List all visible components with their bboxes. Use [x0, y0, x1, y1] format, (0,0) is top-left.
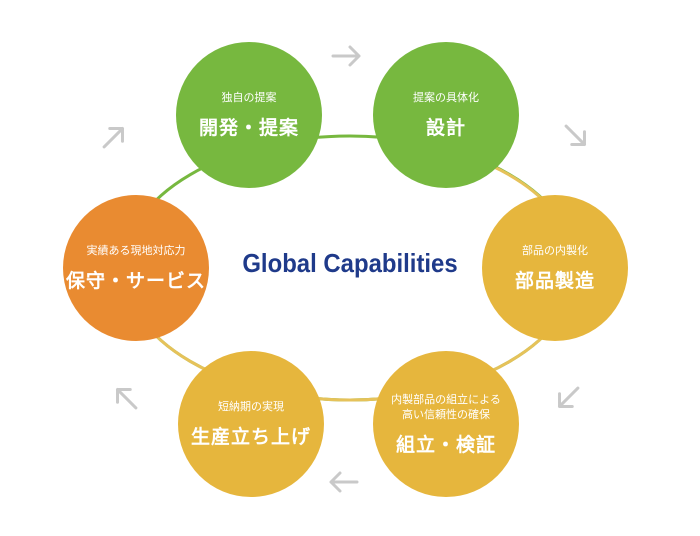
node-title: 生産立ち上げ [190, 426, 311, 448]
node-title: 部品製造 [514, 270, 595, 292]
arrow-right-icon [331, 45, 361, 67]
arrow-down-left-icon [558, 386, 580, 408]
arrow-left-icon [329, 471, 359, 493]
node-title: 開発・提案 [198, 117, 299, 139]
center-title: Global Capabilities [242, 248, 458, 278]
node-parts-manufacturing: 部品の内製化 部品製造 [482, 195, 628, 341]
node-subtitle: 実績ある現地対応力 [86, 244, 186, 257]
node-subtitle: 部品の内製化 [522, 244, 588, 257]
node-assembly-verification: 内製部品の組立による 高い信頼性の確保 組立・検証 [373, 351, 519, 497]
arrow-up-right-icon [102, 127, 124, 149]
node-title: 保守・サービス [65, 270, 206, 292]
node-design: 提案の具体化 設計 [373, 42, 519, 188]
node-maintenance-service: 実績ある現地対応力 保守・サービス [63, 195, 209, 341]
node-development-proposal: 独自の提案 開発・提案 [176, 42, 322, 188]
node-subtitle: 短納期の実現 [218, 400, 284, 413]
node-title: 組立・検証 [395, 433, 496, 456]
arrow-up-left-icon [116, 388, 138, 410]
node-subtitle: 提案の具体化 [413, 91, 479, 104]
node-subtitle: 独自の提案 [221, 91, 277, 104]
node-title: 設計 [425, 117, 466, 139]
node-subtitle: 内製部品の組立による 高い信頼性の確保 [391, 392, 501, 421]
node-production-launch: 短納期の実現 生産立ち上げ [178, 351, 324, 497]
arrow-down-right-icon [564, 124, 586, 146]
